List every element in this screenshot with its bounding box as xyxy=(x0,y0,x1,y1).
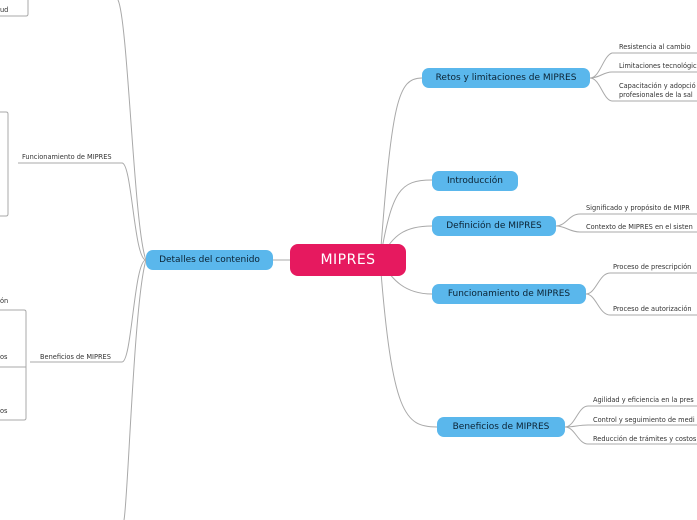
leaf-limitaciones-tecnologicas[interactable]: Limitaciones tecnológic xyxy=(619,62,697,70)
bracket-beneficios xyxy=(0,309,27,421)
leaf-left-beneficios[interactable]: Beneficios de MIPRES xyxy=(40,353,111,361)
leaf-reduccion-tramites[interactable]: Reducción de trámites y costos xyxy=(593,435,697,443)
topic-label: Funcionamiento de MIPRES xyxy=(447,289,571,299)
leaf-proceso-autorizacion[interactable]: Proceso de autorización xyxy=(613,305,692,313)
topic-beneficios[interactable]: Beneficios de MIPRES xyxy=(437,417,565,437)
bracket-top xyxy=(0,0,29,17)
leaf-significado-proposito[interactable]: Significado y propósito de MIPR xyxy=(586,204,690,212)
connector-retos-leaves xyxy=(589,52,697,102)
connector-central-retos xyxy=(379,77,423,261)
connector-funcionamiento-leaves xyxy=(585,272,697,316)
connector-detalles-bottom xyxy=(123,259,147,520)
connector-definicion-leaves xyxy=(555,213,697,233)
central-topic-label: MIPRES xyxy=(320,252,376,268)
connector-beneficios-leaves xyxy=(564,405,697,445)
topic-retos-limitaciones[interactable]: Retos y limitaciones de MIPRES xyxy=(422,68,590,88)
leaf-left-fragment-2: os xyxy=(0,353,8,361)
topic-label: Beneficios de MIPRES xyxy=(452,422,550,432)
leaf-left-fragment-1: ón xyxy=(0,297,9,305)
leaf-contexto-mipres[interactable]: Contexto de MIPRES en el sisten xyxy=(586,223,693,231)
topic-label: Introducción xyxy=(447,176,503,186)
topic-detalles-contenido[interactable]: Detalles del contenido xyxy=(146,250,273,270)
bracket-funcionamiento xyxy=(0,111,9,217)
connector-detalles-beneficios xyxy=(30,259,147,363)
leaf-capacitacion-adopcion-line2: profesionales de la sal xyxy=(619,91,693,99)
leaf-left-fragment-top: ud xyxy=(0,6,9,14)
connector-central-introduccion xyxy=(379,179,433,261)
connector-detalles-funcionamiento xyxy=(18,162,147,261)
topic-funcionamiento[interactable]: Funcionamiento de MIPRES xyxy=(432,284,586,304)
topic-label: Definición de MIPRES xyxy=(446,221,542,231)
leaf-control-seguimiento[interactable]: Control y seguimiento de medi xyxy=(593,416,695,424)
leaf-capacitacion-adopcion[interactable]: Capacitación y adopció xyxy=(619,82,696,90)
connector-detalles-top xyxy=(117,0,147,261)
leaf-proceso-prescripcion[interactable]: Proceso de prescripción xyxy=(613,263,692,271)
topic-label: Detalles del contenido xyxy=(159,255,260,265)
leaf-left-fragment-3: os xyxy=(0,407,8,415)
topic-introduccion[interactable]: Introducción xyxy=(432,171,518,191)
topic-definicion[interactable]: Definición de MIPRES xyxy=(432,216,556,236)
leaf-left-funcionamiento[interactable]: Funcionamiento de MIPRES xyxy=(22,153,112,161)
connector-central-beneficios xyxy=(379,259,438,428)
topic-label: Retos y limitaciones de MIPRES xyxy=(435,73,577,83)
leaf-resistencia-cambio[interactable]: Resistencia al cambio xyxy=(619,43,691,51)
leaf-agilidad-eficiencia[interactable]: Agilidad y eficiencia en la pres xyxy=(593,396,694,404)
central-topic[interactable]: MIPRES xyxy=(290,244,406,276)
